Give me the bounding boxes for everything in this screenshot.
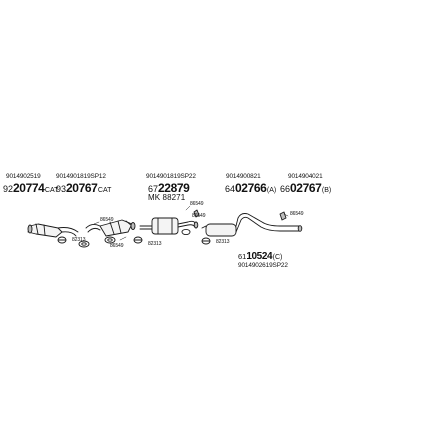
part-number-86549: 86549 <box>110 243 124 249</box>
part-number-82313: 82313 <box>216 239 230 245</box>
front-pipe-catalyst-part <box>27 223 79 238</box>
ref-number-middle-silencer: 9014901819SP22 <box>146 173 196 180</box>
clamp-icon <box>201 237 211 245</box>
clamp-icon <box>57 236 67 244</box>
ref-number-front-pipe: 9014902519 <box>6 173 41 180</box>
gasket-icon <box>78 240 90 248</box>
part-number-86549: 86549 <box>190 201 204 207</box>
middle-silencer-part <box>139 217 199 235</box>
gasket-icon <box>181 228 191 236</box>
clamp-icon <box>133 236 143 244</box>
part-number-86549: 86549 <box>290 211 304 217</box>
rear-silencer-part <box>201 213 303 237</box>
part-number-86549: 86549 <box>192 213 206 219</box>
rubber-hanger-icon <box>193 209 200 218</box>
part-number-82313: 82313 <box>72 237 86 243</box>
mounting-kit-label: MK 88271 <box>148 193 186 202</box>
gasket-icon <box>104 236 116 244</box>
part-number-86549: 86549 <box>100 217 114 223</box>
ref-number-tail-pipe: 9014902619SP22 <box>238 262 288 269</box>
catalyst-part <box>85 219 136 237</box>
ref-number-catalyst: 9014901819SP12 <box>56 173 106 180</box>
ref-number-rear-silencer-b: 9014904021 <box>288 173 323 180</box>
ref-number-rear-silencer-a: 9014900821 <box>226 173 261 180</box>
rubber-hanger-icon <box>279 211 287 221</box>
part-number-82313: 82313 <box>148 241 162 247</box>
